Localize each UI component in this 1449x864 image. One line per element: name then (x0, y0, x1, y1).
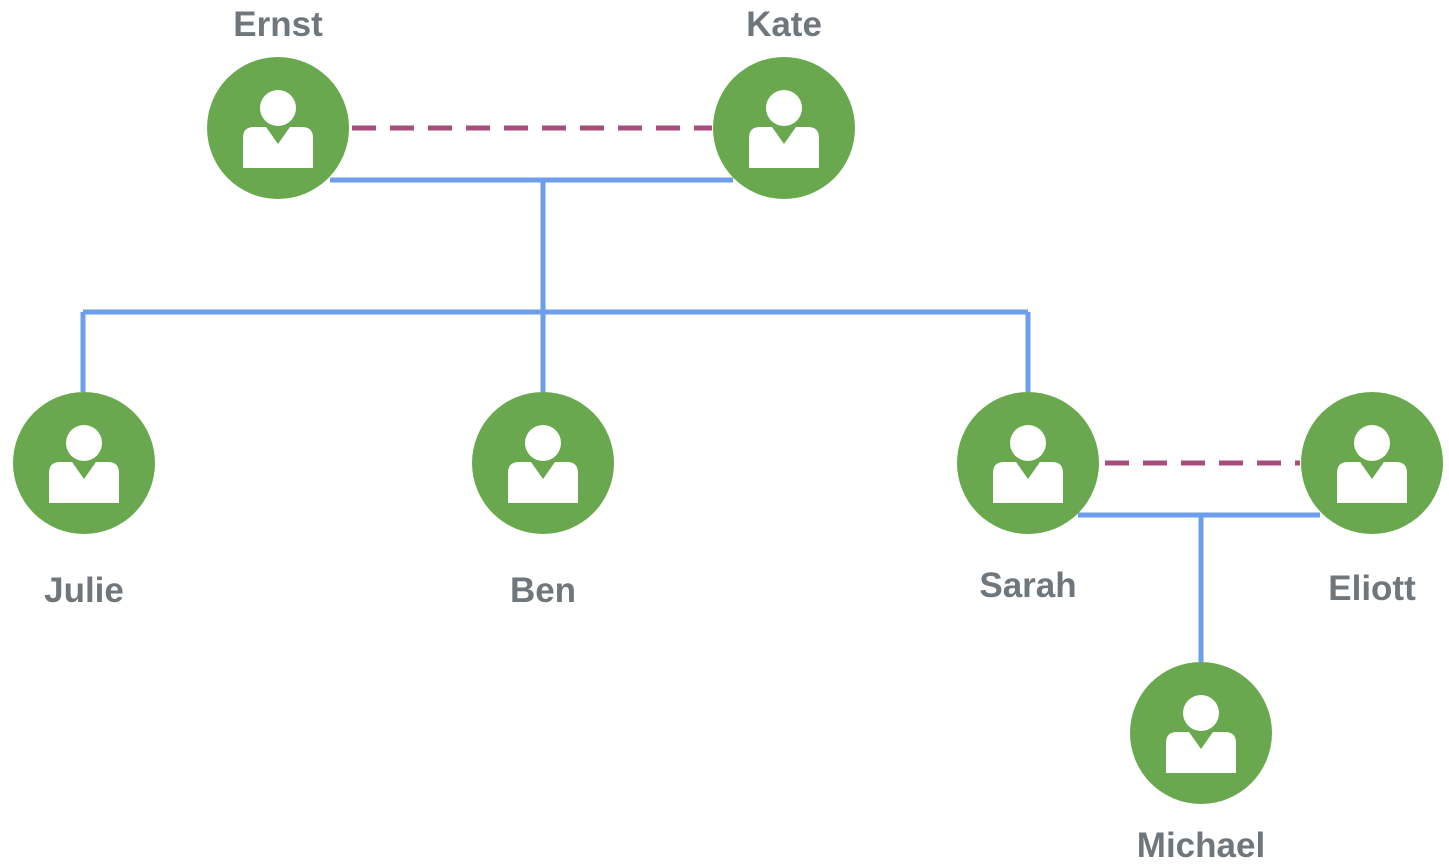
name-label-julie: Julie (44, 571, 124, 610)
person-node-kate[interactable] (713, 57, 855, 199)
name-label-ernst: Ernst (233, 5, 323, 44)
person-icon (508, 425, 578, 503)
name-label-michael: Michael (1137, 826, 1265, 864)
partner-links (352, 125, 1300, 466)
person-icon (49, 425, 119, 503)
parent-child-links (80, 177, 1320, 662)
name-label-kate: Kate (746, 5, 822, 44)
person-icon (993, 425, 1063, 503)
name-label-eliott: Eliott (1328, 569, 1416, 608)
person-node-sarah[interactable] (957, 392, 1099, 534)
person-node-eliott[interactable] (1301, 392, 1443, 534)
person-icon (749, 90, 819, 168)
person-icon (1166, 695, 1236, 773)
name-label-ben: Ben (510, 571, 576, 610)
name-label-sarah: Sarah (979, 566, 1076, 605)
person-icon (1337, 425, 1407, 503)
person-node-ernst[interactable] (207, 57, 349, 199)
person-node-ben[interactable] (472, 392, 614, 534)
person-icon (243, 90, 313, 168)
person-node-julie[interactable] (13, 392, 155, 534)
person-node-michael[interactable] (1130, 662, 1272, 804)
